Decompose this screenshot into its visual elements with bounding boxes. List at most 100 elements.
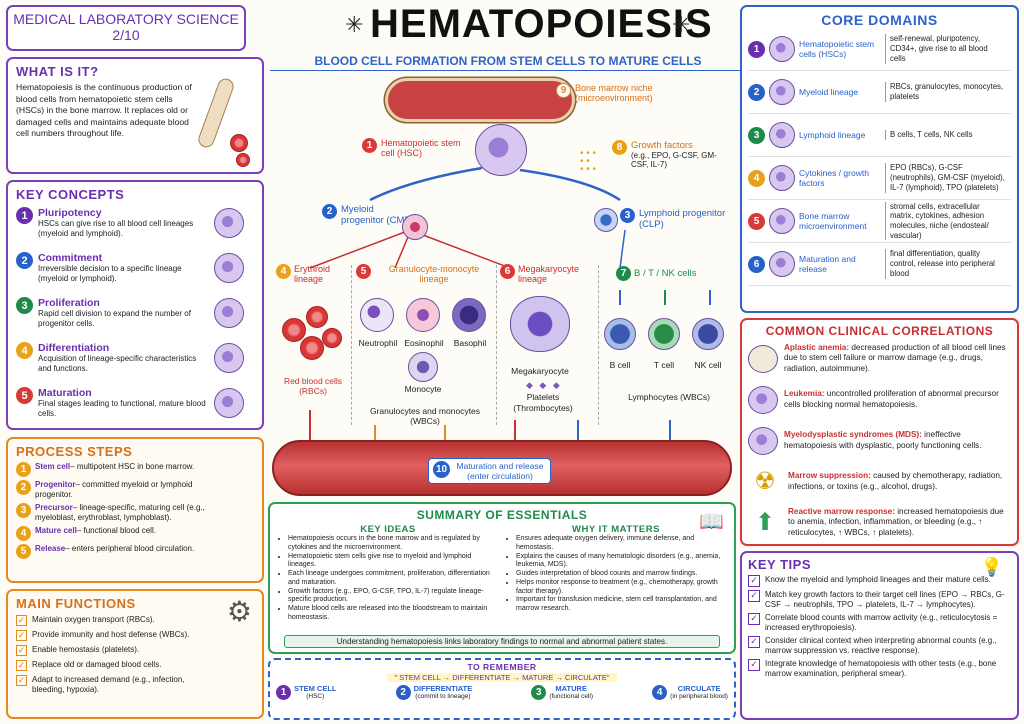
rbc-cell [300,336,324,360]
concept-title: Differentiation [38,342,110,354]
remember-step-sub: (in peripheral blood) [670,693,728,700]
function-text: Replace old or damaged blood cells. [32,660,162,669]
monocyte-label: Monocyte [404,384,442,394]
growth-factor-dots: • • •• •• • • [580,148,597,175]
clinical-desc: caused by chemotherapy, radiation, infec… [788,470,1003,491]
bone-marrow-niche [385,78,575,122]
clinical-desc: uncontrolled proliferation of abnormal p… [784,388,999,409]
lightbulb-icon: 💡 [980,557,1003,577]
function-item: ✓Enable hemostasis (platelets). [16,645,216,656]
process-desc: – multipotent HSC in bone marrow. [70,462,195,471]
step-badge-3: 3 [620,208,635,223]
summary-bullet: Helps monitor response to treatment (e.g… [516,579,726,597]
clinical-desc: decreased production of all blood cell l… [784,342,1006,373]
domain-desc: stromal cells, extracellular matrix, cyt… [885,201,1005,241]
checkbox-icon: ✓ [16,660,27,671]
series-page: 2/10 [112,27,140,43]
what-heading: WHAT IS IT? [16,64,99,79]
clinical-desc: ineffective hematopoiesis with dysplasti… [784,429,982,450]
function-item: ✓ Adapt to increased demand (e.g., infect… [16,675,216,695]
key-tips-panel: KEY TIPS 💡 ✓Know the myeloid and lymphoi… [740,551,1019,720]
domain-icon [769,251,795,277]
rbc-cell [322,328,342,348]
concept-number: 5 [16,387,33,404]
mega-label: Megakaryocyte lineage [518,264,580,284]
remember-number: 3 [531,684,547,700]
column-divider [598,265,599,425]
erythroid-label: Erythroid lineage [294,264,331,284]
function-text: Adapt to increased demand (e.g., infecti… [32,675,185,694]
ideas-heading: KEY IDEAS [360,524,416,535]
domain-number: 1 [748,40,765,58]
summary-bullet: Explains the causes of many hematologic … [516,553,726,571]
clinical-item: ⬆Reactive marrow response: increased hem… [748,502,1011,543]
clinical-name: Myelodysplastic syndromes (MDS): [784,429,922,439]
tip-text: Match key growth factors to their target… [765,590,1005,609]
main-functions-panel: MAIN FUNCTIONS ✓Maintain oxygen transpor… [6,589,264,719]
granulo-label: Granulocyte-monocyte lineage [388,264,480,284]
clinical-item: Leukemia: uncontrolled proliferation of … [748,379,1011,420]
page-subtitle: BLOOD CELL FORMATION FROM STEM CELLS TO … [270,54,746,71]
clinical-item: ☢Marrow suppression: caused by chemother… [748,461,1011,502]
title-burst-right: ✳ [672,12,691,37]
clinical-heading: COMMON CLINICAL CORRELATIONS [765,324,994,338]
domain-name: Bone marrow microenvironment [799,211,867,231]
gear-icon: ⚙ [226,596,252,627]
step-badge-8: 8 [612,140,627,155]
clinical-name: Marrow suppression: [788,470,871,480]
function-text: Maintain oxygen transport (RBCs). [32,615,155,624]
marrow-icon [748,344,778,373]
nk-cell-label: NK cell [694,360,722,370]
domain-number: 4 [748,169,765,187]
summary-footer: Understanding hematopoiesis links labora… [284,635,720,648]
concept-cell-icon [214,388,244,418]
lineage-arrows [309,166,711,440]
domain-desc: RBCs, granulocytes, monocytes, platelets [885,82,1005,102]
step-badge-1: 1 [362,138,377,153]
concept-number: 1 [16,207,33,224]
domain-icon [769,79,795,105]
clinical-panel: COMMON CLINICAL CORRELATIONS Aplastic an… [740,318,1019,546]
neutrophil-label: Neutrophil [358,338,398,348]
b-cell-label: B cell [609,360,631,370]
summary-bullet: Each lineage undergoes commitment, proli… [288,570,498,588]
tip-text: Consider clinical context when interpret… [765,636,997,655]
t-cell [648,318,680,350]
gm-label: Granulocytes and monocytes (WBCs) [369,406,481,426]
process-title: Precursor [35,503,73,512]
lymphoid-label: Lymphoid progenitor (CLP) [639,208,726,230]
hsc-cell [475,124,527,176]
lymphoid-label-group: 3 Lymphoid progenitor (CLP) [620,208,734,230]
concept-cell-icon [214,343,244,373]
checkbox-icon: ✓ [748,590,760,602]
niche-label: Bone marrow niche (microenvironment) [575,83,653,103]
tip-item: ✓Consider clinical context when interpre… [748,636,1011,656]
checkbox-icon: ✓ [16,675,27,686]
checkbox-icon: ✓ [748,659,760,671]
mega-group: 6 Megakaryocyte lineage [500,264,592,284]
remember-number: 1 [276,684,291,700]
function-item: ✓Provide immunity and host defense (WBCs… [16,630,216,641]
btnk-label: B / T / NK cells [634,268,697,279]
function-text: Enable hemostasis (platelets). [32,645,140,654]
domain-desc: B cells, T cells, NK cells [885,130,1005,140]
summary-bullet: Important for transfusion medicine, stem… [516,596,726,614]
tip-item: ✓ Match key growth factors to their targe… [748,590,1011,610]
remember-phrase: " STEM CELL → DIFFERENTIATE → MATURE → C… [387,673,617,682]
concept-cell-icon [214,298,244,328]
tip-text: Correlate blood counts with marrow activ… [765,613,998,632]
checkbox-icon: ✓ [16,630,27,641]
process-number: 5 [16,544,31,559]
book-icon: 📖 [699,511,724,533]
release-label: Maturation and release (enter circulatio… [456,461,544,481]
remember-step-title: CIRCULATE [677,684,721,693]
clinical-name: Aplastic anemia: [784,342,850,352]
checkbox-icon: ✓ [748,613,760,625]
